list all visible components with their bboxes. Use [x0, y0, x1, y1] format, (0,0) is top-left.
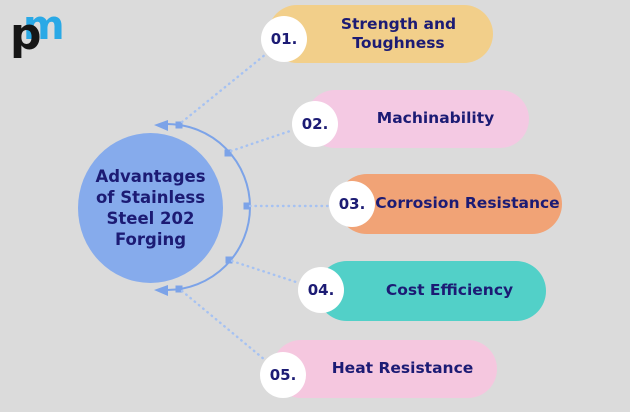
- arc-node-2: [224, 149, 232, 157]
- advantage-pill-4: Cost Efficiency: [317, 261, 546, 321]
- arc-node-4: [225, 256, 233, 264]
- advantage-pill-2: Machinability: [306, 90, 529, 148]
- advantage-label-4: Cost Efficiency: [385, 281, 514, 300]
- arc-node-1: [175, 121, 183, 129]
- dotted-connector-1: [180, 52, 268, 124]
- brand-logo: m p: [6, 6, 72, 64]
- advantage-number-2: 02.: [292, 101, 338, 147]
- advantage-label-1: Strength and Toughness: [340, 14, 457, 52]
- central-topic-title: Advantages of Stainless Steel 202 Forgin…: [95, 166, 206, 250]
- advantage-number-4: 04.: [298, 267, 344, 313]
- dotted-connector-5: [180, 289, 267, 362]
- arc-arrow-top: [154, 120, 168, 131]
- advantage-label-3: Corrosion Resistance: [375, 194, 560, 213]
- advantage-label-5: Heat Resistance: [331, 359, 474, 378]
- advantage-pill-1: Strength and Toughness: [268, 5, 493, 63]
- dotted-connector-4: [230, 259, 301, 285]
- advantage-number-1: 01.: [261, 16, 307, 62]
- arc-node-5: [175, 285, 183, 293]
- arc-node-3: [243, 202, 251, 210]
- central-topic-circle: Advantages of Stainless Steel 202 Forgin…: [78, 133, 223, 283]
- advantage-number-3: 03.: [329, 181, 375, 227]
- arc-arrow-bottom: [154, 285, 168, 296]
- advantage-label-2: Machinability: [376, 109, 495, 128]
- logo-letter-p: p: [10, 9, 42, 60]
- logo-letter-m: m: [23, 3, 65, 49]
- dotted-connector-2: [229, 128, 295, 153]
- advantage-number-5: 05.: [260, 352, 306, 398]
- advantage-pill-5: Heat Resistance: [272, 340, 497, 398]
